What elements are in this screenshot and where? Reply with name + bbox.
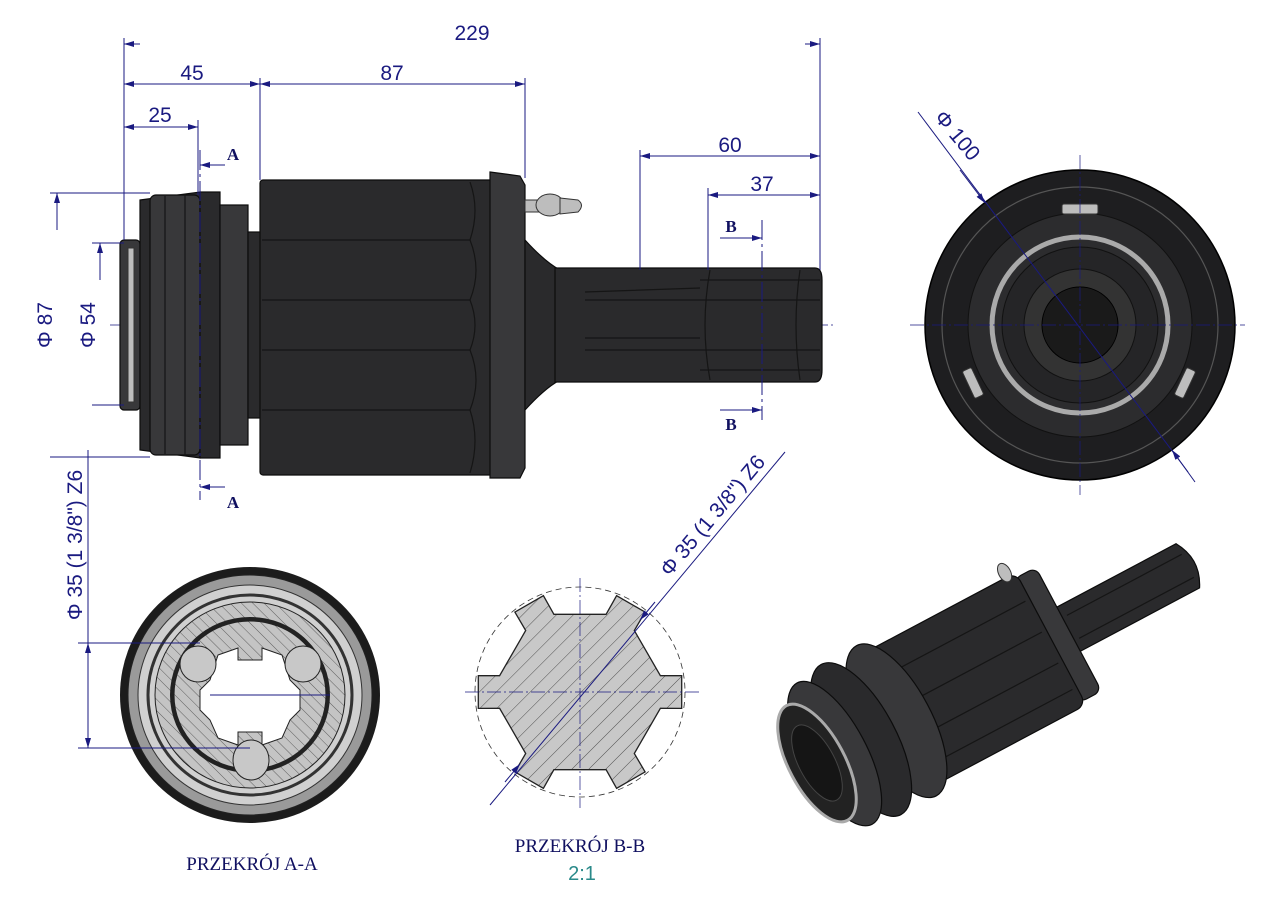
dim-60: 60: [718, 134, 741, 157]
grease-nipple: [524, 193, 582, 217]
end-view: [910, 111, 1245, 495]
section-markers: [199, 150, 763, 500]
dim-dia-100: Φ 100: [930, 106, 985, 165]
body-ribs: [262, 181, 477, 474]
dim-45: 45: [180, 62, 203, 85]
dimension-lines: [50, 38, 821, 458]
dim-overall-length: 229: [454, 22, 489, 45]
dim-spline-vertical: Φ 35 (1 3/8") Z6: [64, 470, 87, 620]
side-view: [110, 171, 835, 479]
section-bb-scale: 2:1: [568, 863, 596, 885]
section-mark-b-bottom: B: [725, 415, 736, 434]
dim-25: 25: [148, 104, 171, 127]
section-aa-label: PRZEKRÓJ A-A: [186, 853, 318, 875]
dim-dia-54: Φ 54: [77, 302, 100, 348]
section-aa-view: [78, 450, 380, 823]
section-mark-b-top: B: [725, 217, 736, 236]
section-mark-a-bottom: A: [227, 493, 240, 512]
section-bb-label: PRZEKRÓJ B-B: [515, 835, 645, 857]
dim-dia-87: Φ 87: [34, 302, 57, 348]
section-bb-view: [465, 451, 786, 808]
dim-87: 87: [380, 62, 403, 85]
dim-spline-diagonal: Φ 35 (1 3/8") Z6: [656, 451, 770, 581]
isometric-view: [776, 543, 1201, 827]
dim-37: 37: [750, 173, 773, 196]
section-mark-a-top: A: [227, 145, 240, 164]
